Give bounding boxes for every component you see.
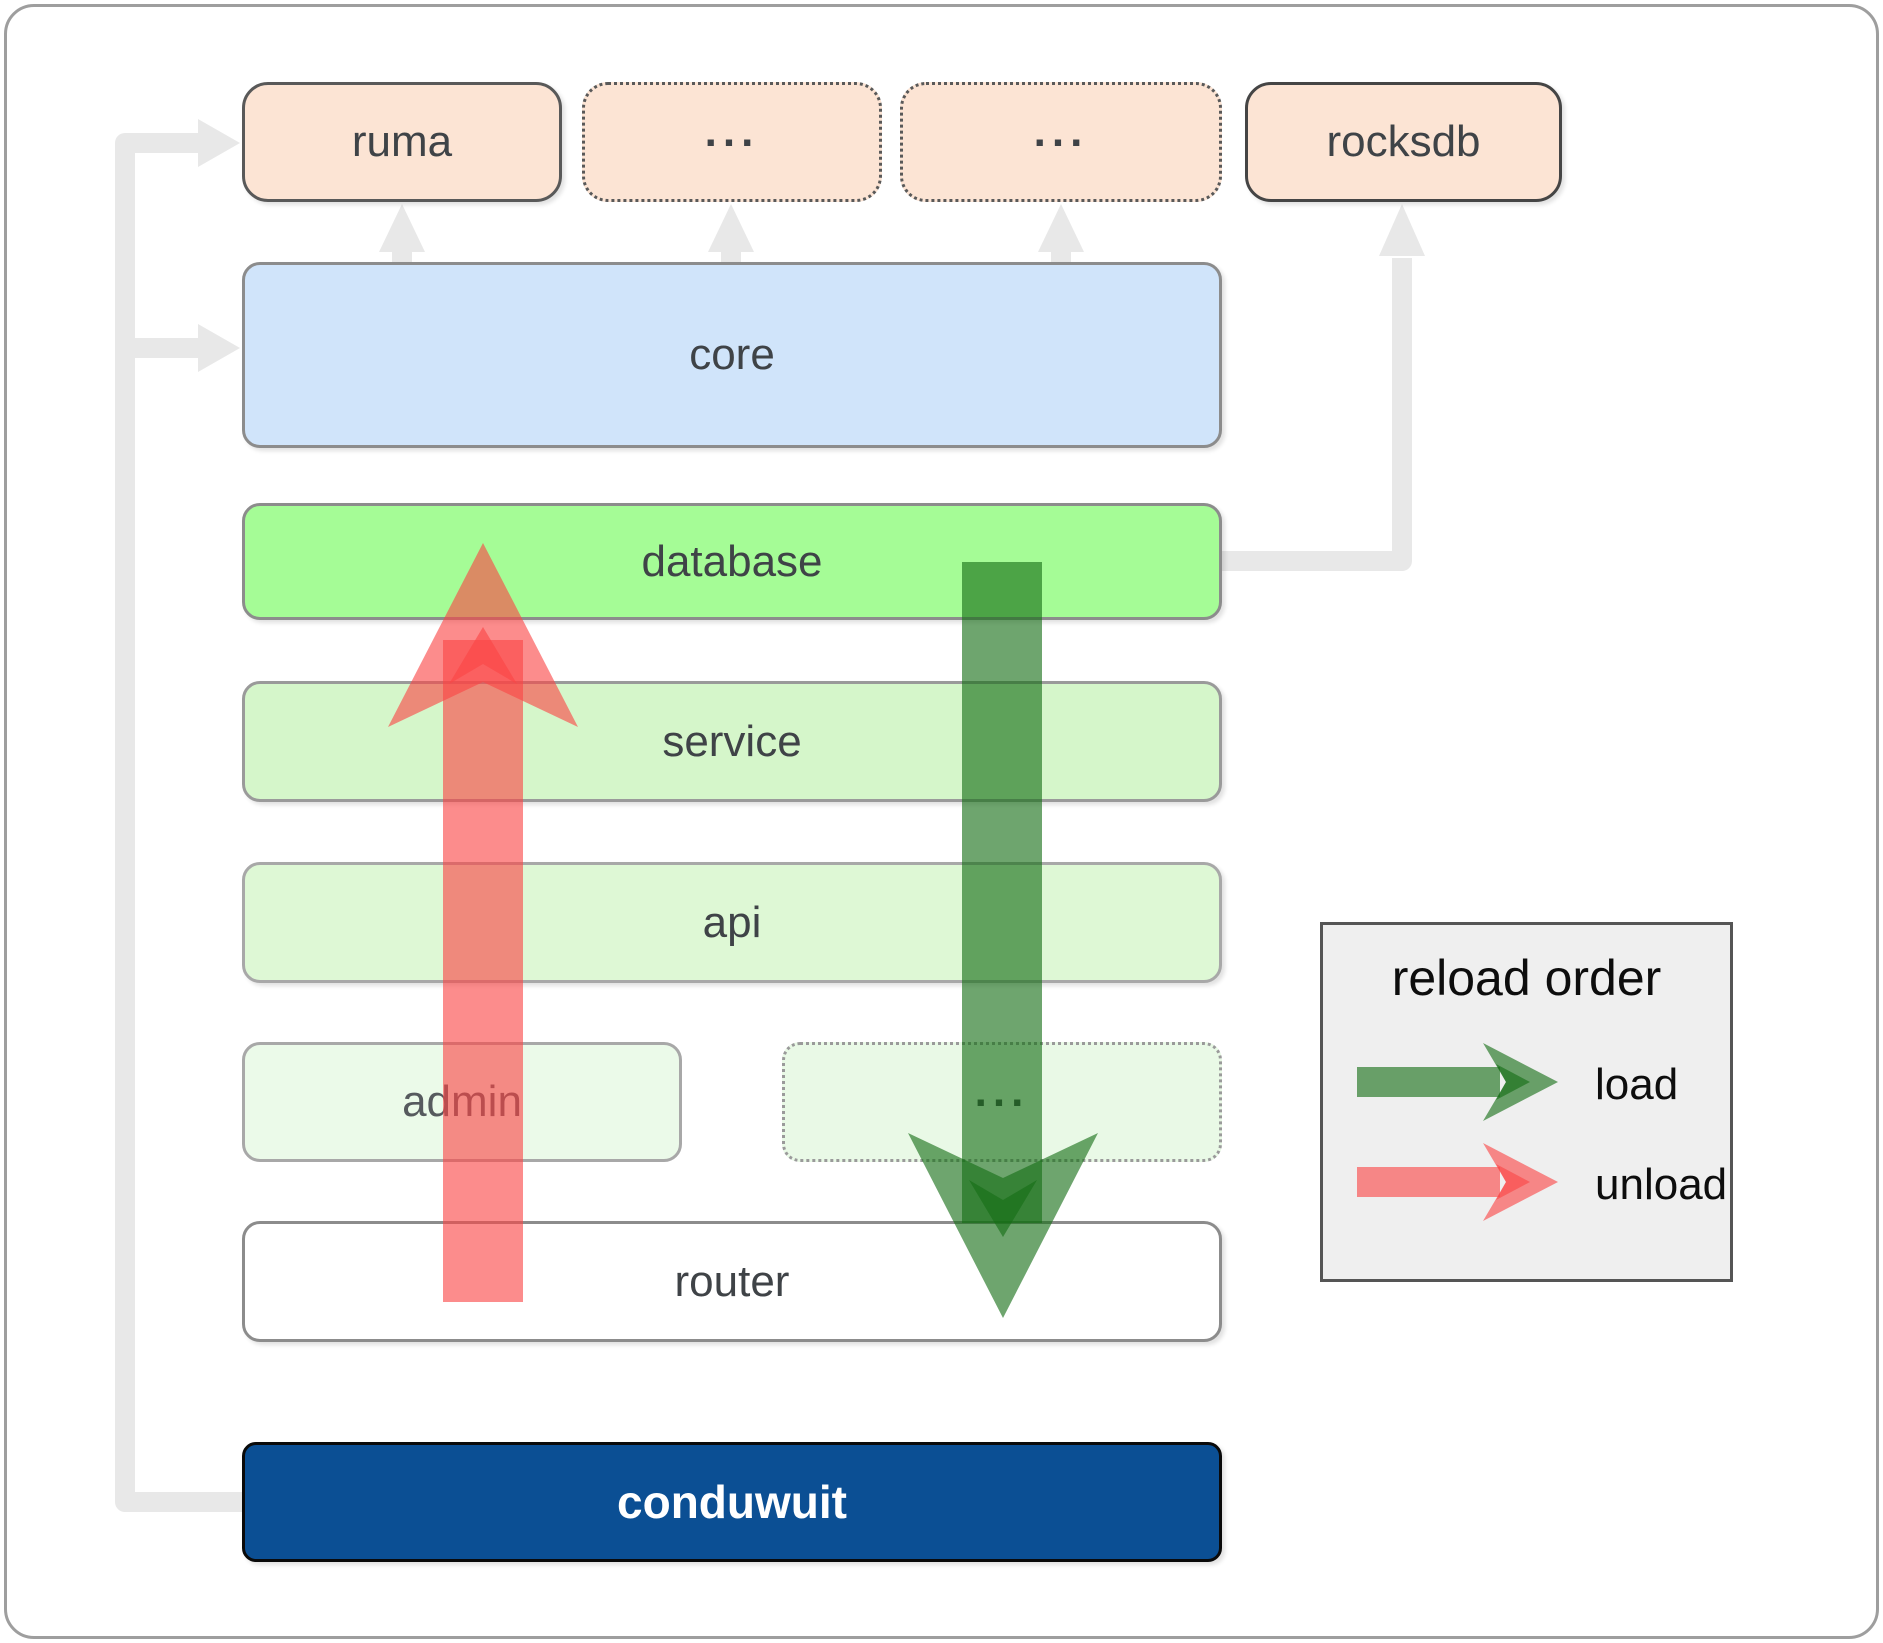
box-router-label: router bbox=[674, 1256, 790, 1306]
box-ellipsis-admin: ... bbox=[782, 1042, 1222, 1162]
box-core: core bbox=[242, 262, 1222, 448]
legend-label-load: load bbox=[1595, 1060, 1679, 1109]
box-ellipsis-top-2-label: ... bbox=[1033, 107, 1089, 156]
box-router: router bbox=[242, 1221, 1222, 1342]
box-database: database bbox=[242, 503, 1222, 620]
diagram-border bbox=[4, 4, 1879, 1639]
box-ellipsis-top-1-label: ... bbox=[704, 107, 760, 156]
box-database-label: database bbox=[641, 536, 823, 586]
box-rocksdb: rocksdb bbox=[1245, 82, 1562, 202]
box-ellipsis-top-1: ... bbox=[582, 82, 882, 202]
box-service-label: service bbox=[662, 716, 802, 766]
box-ruma-label: ruma bbox=[351, 117, 453, 166]
box-admin: admin bbox=[242, 1042, 682, 1162]
box-conduwuit-label: conduwuit bbox=[617, 1476, 847, 1528]
box-ellipsis-top-2: ... bbox=[900, 82, 1222, 202]
box-admin-label: admin bbox=[402, 1077, 522, 1126]
box-ruma: ruma bbox=[242, 82, 562, 202]
box-rocksdb-label: rocksdb bbox=[1326, 117, 1481, 166]
legend-title: reload order bbox=[1391, 950, 1662, 1006]
box-conduwuit: conduwuit bbox=[242, 1442, 1222, 1562]
box-api-label: api bbox=[702, 897, 762, 947]
box-ellipsis-admin-label: ... bbox=[974, 1067, 1030, 1116]
legend-reload-order: reload order load unload bbox=[1320, 922, 1733, 1282]
box-service: service bbox=[242, 681, 1222, 802]
box-api: api bbox=[242, 862, 1222, 983]
legend-label-unload: unload bbox=[1595, 1160, 1728, 1209]
box-core-label: core bbox=[689, 330, 775, 379]
